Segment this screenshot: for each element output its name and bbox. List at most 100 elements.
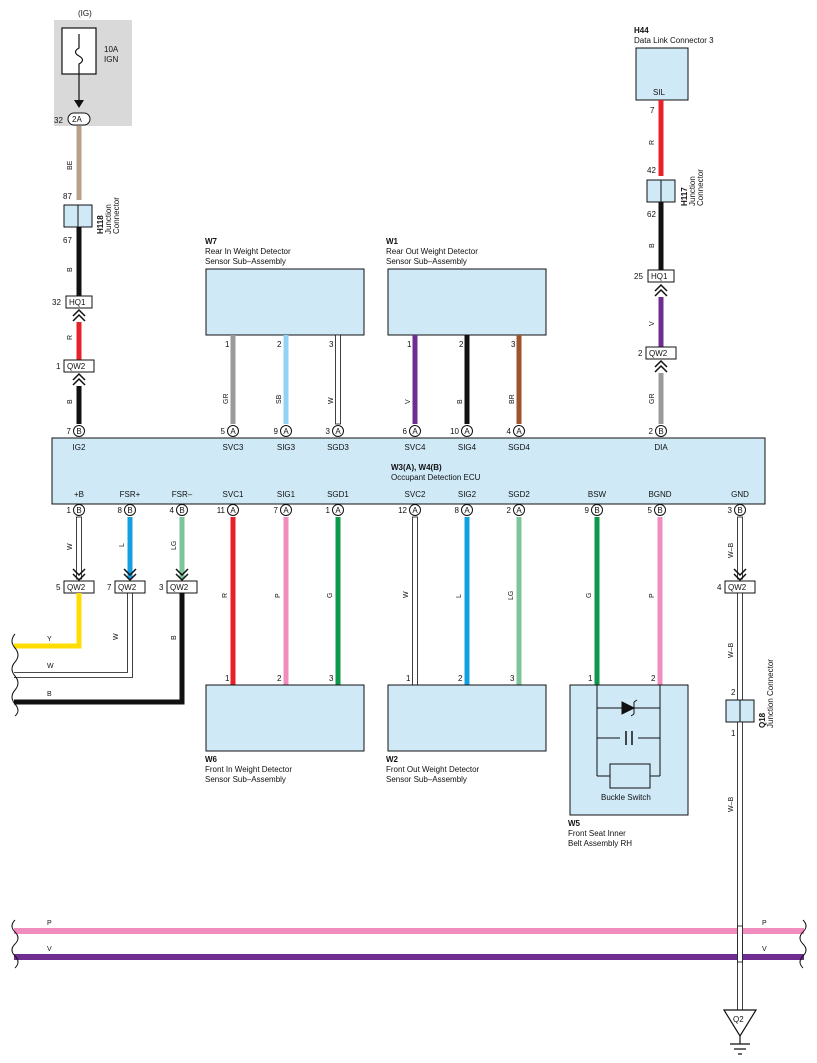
hq1-left-connector [65, 295, 93, 309]
ecu-bottom-pin-label-2: FSR– [172, 490, 193, 499]
wire-w-plusb [76, 516, 82, 580]
ecu-bottom-pin-conn-1: B [127, 506, 132, 515]
ecu-bottom-pin-terminal-3 [227, 504, 239, 516]
ecu-bottom-pin-label-8: SGD2 [508, 490, 530, 499]
ecu-top-pin-terminal-0 [73, 425, 85, 437]
bus-v-label-right: V [762, 946, 767, 953]
ecu-bottom-pin-terminal-4 [280, 504, 292, 516]
hq1-right-connector [647, 269, 675, 283]
hq1-right-label: HQ1 [651, 272, 668, 281]
ecu-bottom-pin-terminal-6 [409, 504, 421, 516]
qw2-5-label: QW2 [67, 583, 86, 592]
zener-diode-icon [621, 699, 638, 717]
ecu-top-pin-label-7: DIA [654, 443, 668, 452]
w7-name1: Rear In Weight Detector [205, 247, 291, 256]
ecu-top-pin-num-2: 9 [274, 427, 279, 436]
bus-p-label-right: P [762, 920, 767, 927]
w1-id: W1 [386, 237, 399, 246]
ecu-bottom-pin-num-7: 8 [455, 506, 460, 515]
break-mark-left [11, 633, 19, 717]
ecu-top-pin-label-5: SIG4 [458, 443, 477, 452]
fuse-arrow-icon [74, 100, 84, 108]
ecu-bottom-pin-conn-9: B [594, 506, 599, 515]
ecu-top-pin-terminal-4 [409, 425, 421, 437]
ecu-bottom-pin-num-10: 5 [648, 506, 653, 515]
ecu-bottom-pin-label-9: BSW [588, 490, 607, 499]
ecu-bottom-pin-terminal-9 [591, 504, 603, 516]
q18-name: Junction Connector [766, 659, 775, 728]
h117-id: H117 [680, 187, 689, 206]
wire-code-r-3: R [222, 593, 229, 598]
ecu-top-pin-num-7: 2 [649, 427, 654, 436]
ecu-bottom-pin-label-3: SVC1 [223, 490, 244, 499]
w6-pin-1: 1 [225, 674, 230, 683]
wire-code-be: BE [67, 160, 74, 170]
ecu-top-pin-num-6: 4 [507, 427, 512, 436]
ecu-bottom-pin-conn-10: B [657, 506, 662, 515]
w7-pin-3: 3 [329, 340, 334, 349]
ecu-bottom-pin-terminal-0 [73, 504, 85, 516]
wire-code-r-2: R [649, 140, 656, 145]
qw2-right-connector [645, 346, 677, 360]
w5-name2: Belt Assembly RH [568, 839, 632, 848]
ecu-bottom-pin-conn-5: A [335, 506, 341, 515]
ecu-bottom-pin-terminal-7 [461, 504, 473, 516]
wire-code-lg-1: LG [171, 541, 178, 550]
h44-pin: 7 [650, 106, 655, 115]
ecu-name: Occupant Detection ECU [391, 473, 481, 482]
ecu-top-pins: B7IG2A5SVC3A9SIG3A3SGD3A6SVC4A10SIG4A4SG… [67, 425, 668, 452]
qw2-right-label: QW2 [649, 349, 668, 358]
break-mark-bus-left [11, 919, 19, 969]
wire-code-wb-1: W–B [728, 543, 735, 559]
qw2-7-label: QW2 [118, 583, 137, 592]
h117-pin-bottom: 62 [647, 210, 656, 219]
wire-wb-crossing [737, 925, 743, 963]
qw2-3-label: QW2 [170, 583, 189, 592]
wire-wb-3 [737, 721, 743, 1011]
qw2-3-pin: 3 [159, 583, 164, 592]
ground-point-icon [722, 1009, 758, 1038]
ecu-bottom-pin-label-6: SVC2 [405, 490, 426, 499]
wire-code-p-2: P [649, 593, 656, 598]
fuse-icon [74, 34, 84, 74]
wire-code-v-2: V [405, 399, 412, 404]
ecu-bottom-pin-terminal-8 [513, 504, 525, 516]
ground-label: Q2 [733, 1015, 744, 1024]
wire-y [14, 593, 82, 649]
w7-name2: Sensor Sub–Assembly [205, 257, 286, 266]
h118-name2: Connector [112, 197, 121, 234]
ecu-bottom-pin-label-4: SIG1 [277, 490, 296, 499]
q18-pin-bottom: 1 [731, 729, 736, 738]
wire-w-svc2 [412, 516, 418, 686]
ecu-top-pin-terminal-7 [655, 425, 667, 437]
ecu-top-pin-terminal-6 [513, 425, 525, 437]
wire-code-r-1: R [67, 335, 74, 340]
ecu-box [51, 437, 766, 505]
ecu-bottom-pin-num-9: 9 [585, 506, 590, 515]
qw2-7-chevron-icon [123, 568, 137, 582]
ecu-id: W3(A), W4(B) [391, 463, 442, 472]
buckle-switch-icon [609, 763, 651, 789]
qw2-left-connector [63, 359, 95, 373]
h118-pin-bottom: 67 [63, 236, 72, 245]
h117-pin-top: 42 [647, 166, 656, 175]
ecu-bottom-pin-label-0: +B [74, 490, 84, 499]
ecu-bottom-pin-conn-6: A [412, 506, 418, 515]
ecu-bottom-pin-terminal-11 [734, 504, 746, 516]
wire-code-b-1: B [67, 267, 74, 272]
w5-pin-2: 2 [651, 674, 656, 683]
wire-code-w-2: W [67, 543, 74, 550]
ecu-top-pin-conn-3: A [335, 427, 341, 436]
ecu-bottom-pin-conn-11: B [737, 506, 742, 515]
q18-id: Q18 [758, 712, 767, 728]
qw2-7-connector [114, 580, 146, 594]
qw2-left-label: QW2 [67, 362, 86, 371]
w1-pin-1: 1 [407, 340, 412, 349]
ecu-top-pin-num-4: 6 [403, 427, 408, 436]
wire-code-b-3: B [649, 243, 656, 248]
wire-code-w-5: W [403, 591, 410, 598]
ecu-bottom-pin-terminal-10 [654, 504, 666, 516]
w6-sensor-box [205, 684, 365, 752]
wire-b-bottom [14, 593, 185, 705]
